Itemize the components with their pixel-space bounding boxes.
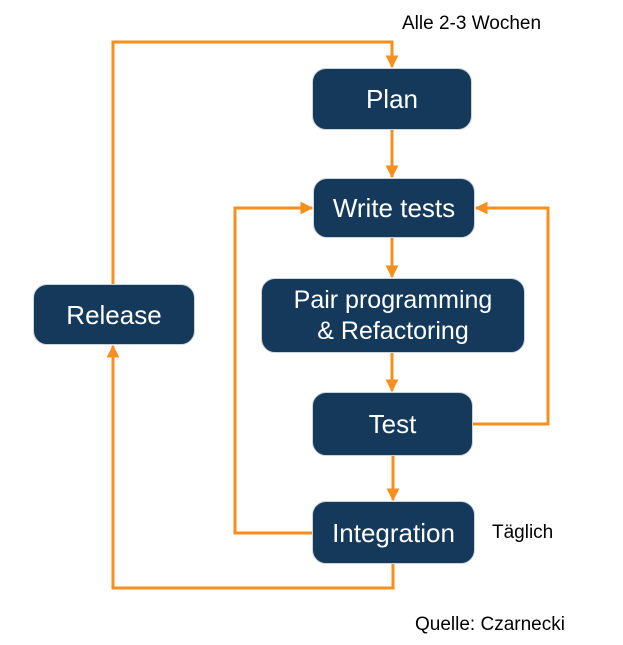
node-release: Release [33, 284, 195, 345]
arrow-integration-to-write-tests [233, 201, 314, 535]
daily-note: Täglich [492, 522, 554, 543]
cycle-duration-note: Alle 2-3 Wochen [402, 13, 542, 34]
node-write-tests-label: Write tests [332, 193, 456, 223]
node-test-label: Test [368, 409, 417, 439]
node-plan: Plan [312, 68, 472, 130]
source-attribution: Quelle: Czarnecki [415, 614, 565, 635]
node-integration: Integration [312, 501, 475, 564]
node-pair-programming-label: Pair programming & Refactoring [293, 285, 493, 345]
node-write-tests: Write tests [313, 178, 475, 238]
node-test: Test [312, 392, 473, 456]
node-integration-label: Integration [332, 517, 455, 548]
node-plan-label: Plan [365, 84, 419, 114]
node-release-label: Release [66, 299, 162, 330]
node-pair-programming: Pair programming & Refactoring [261, 278, 525, 353]
